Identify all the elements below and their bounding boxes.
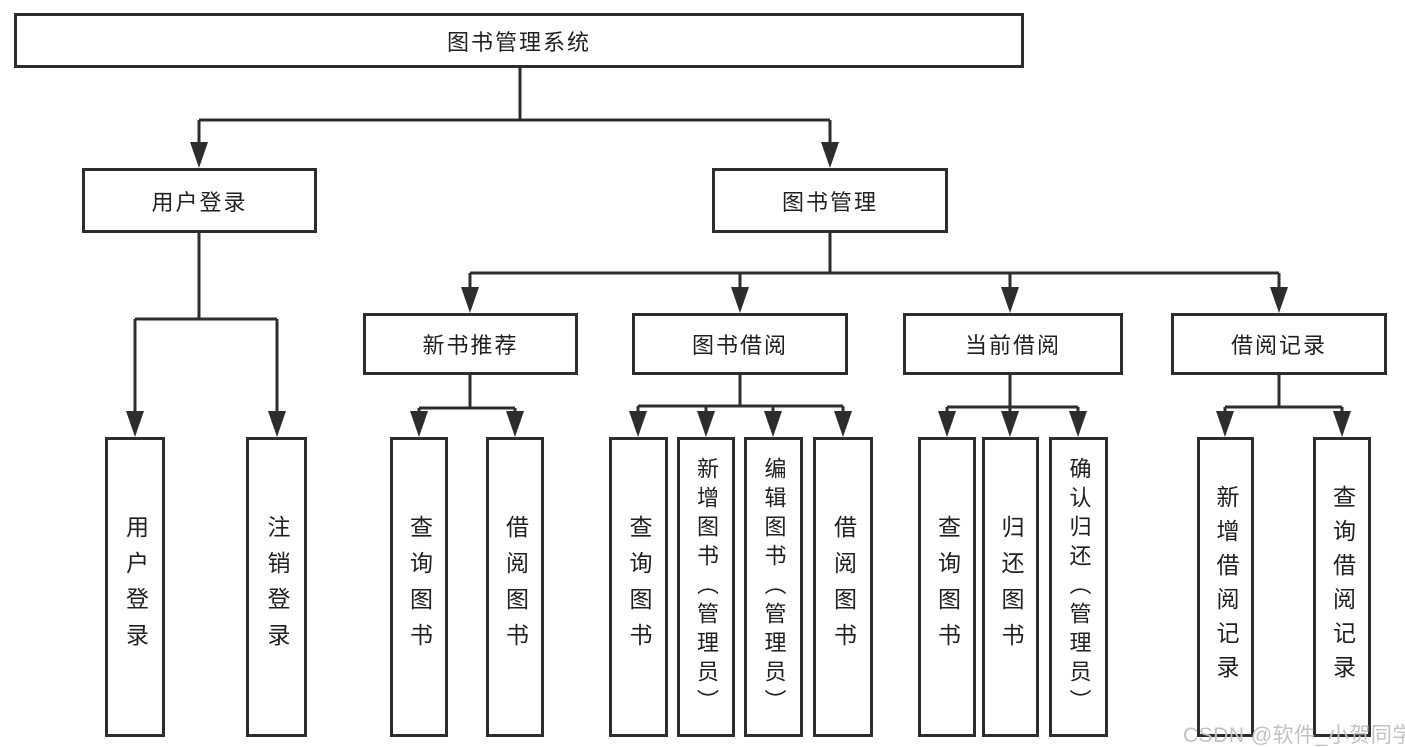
leaf-current-confirm-return-admin: 确认归还（管理员） xyxy=(1049,437,1108,737)
leaf-borrowing-query-books: 查询图书 xyxy=(609,437,668,737)
leaf-current-confirm-return-admin-label: 确认归还（管理员） xyxy=(1066,456,1092,718)
leaf-recommend-borrow-books: 借阅图书 xyxy=(486,437,544,737)
leaf-borrowing-query-books-label: 查询图书 xyxy=(626,515,652,659)
node-book-management: 图书管理 xyxy=(712,168,948,233)
leaf-borrowing-add-books-admin: 新增图书（管理员） xyxy=(677,437,735,737)
leaf-user-login-label: 用户登录 xyxy=(122,515,149,659)
leaf-current-query-books-label: 查询图书 xyxy=(934,515,961,659)
leaf-records-add-borrow-record-label: 新增借阅记录 xyxy=(1213,485,1239,689)
leaf-current-query-books: 查询图书 xyxy=(918,437,976,737)
node-library-system: 图书管理系统 xyxy=(14,13,1024,68)
leaf-borrowing-edit-books-admin: 编辑图书（管理员） xyxy=(744,437,803,737)
leaf-records-query-borrow-record: 查询借阅记录 xyxy=(1313,437,1371,737)
node-new-book-recommend: 新书推荐 xyxy=(363,313,578,375)
node-book-management-label: 图书管理 xyxy=(781,189,878,215)
node-book-borrowing: 图书借阅 xyxy=(632,313,848,375)
leaf-recommend-query-books-label: 查询图书 xyxy=(406,515,433,659)
node-current-borrowing: 当前借阅 xyxy=(903,313,1123,375)
leaf-borrowing-add-books-admin-label: 新增图书（管理员） xyxy=(694,456,719,718)
node-borrowing-records: 借阅记录 xyxy=(1171,313,1387,375)
leaf-recommend-borrow-books-label: 借阅图书 xyxy=(502,515,529,659)
node-user-login: 用户登录 xyxy=(82,168,317,233)
csdn-watermark: CSDN @软件_小贺同学 xyxy=(1183,724,1405,747)
leaf-records-query-borrow-record-label: 查询借阅记录 xyxy=(1329,485,1356,689)
leaf-logout: 注销登录 xyxy=(246,437,307,737)
node-new-book-recommend-label: 新书推荐 xyxy=(422,333,519,358)
leaf-borrowing-borrow-books-label: 借阅图书 xyxy=(830,515,857,659)
node-library-system-label: 图书管理系统 xyxy=(446,29,591,55)
tree-edges xyxy=(133,68,1344,413)
leaf-borrowing-edit-books-admin-label: 编辑图书（管理员） xyxy=(761,456,787,718)
arrowheads xyxy=(126,142,1351,437)
leaf-current-return-books-label: 归还图书 xyxy=(998,515,1024,659)
leaf-logout-label: 注销登录 xyxy=(264,515,290,659)
node-borrowing-records-label: 借阅记录 xyxy=(1230,333,1327,358)
leaf-borrowing-borrow-books: 借阅图书 xyxy=(813,437,873,737)
node-user-login-label: 用户登录 xyxy=(151,189,248,215)
leaf-recommend-query-books: 查询图书 xyxy=(390,437,448,737)
leaf-current-return-books: 归还图书 xyxy=(982,437,1039,737)
leaf-records-add-borrow-record: 新增借阅记录 xyxy=(1197,437,1254,737)
node-current-borrowing-label: 当前借阅 xyxy=(964,333,1061,358)
leaf-user-login: 用户登录 xyxy=(105,437,165,737)
node-book-borrowing-label: 图书借阅 xyxy=(691,333,788,358)
